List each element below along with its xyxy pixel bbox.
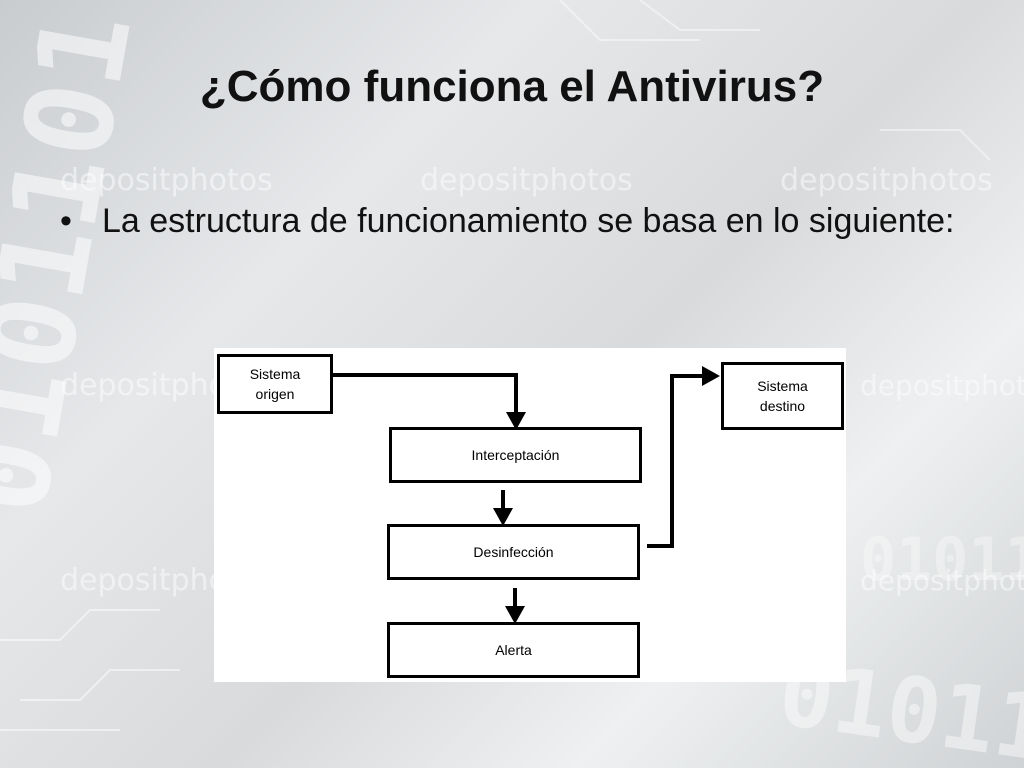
watermark-text: depositphotos (860, 564, 1024, 597)
flow-diagram: Sistema origen Interceptación Desinfecci… (214, 348, 846, 682)
node-label: Alerta (495, 642, 532, 658)
connector-origin-to-interception (332, 373, 518, 412)
circuit-trace (559, 0, 991, 161)
node-label: Interceptación (471, 447, 560, 463)
bullet-marker: • (60, 202, 72, 240)
bullet-text: La estructura de funcionamiento se basa … (102, 202, 955, 240)
node-sistema-destino: Sistema destino (721, 362, 844, 430)
arrowhead-down-icon (505, 606, 525, 624)
slide-title: ¿Cómo funciona el Antivirus? (199, 62, 825, 111)
node-alerta: Alerta (387, 622, 640, 678)
node-desinfeccion: Desinfección (387, 524, 640, 580)
flow-connectors (332, 366, 720, 624)
node-sistema-origen: Sistema origen (217, 354, 333, 414)
circuit-trace (0, 609, 180, 731)
node-label: Sistema origen (249, 366, 301, 402)
watermark-text: depositphotos (420, 163, 633, 198)
background-digits: 0101101 (860, 525, 1024, 595)
node-interceptacion: Interceptación (389, 427, 642, 483)
connector-disinfection-to-destination (647, 374, 702, 548)
arrowhead-right-icon (702, 366, 720, 386)
watermark-text: depositphotos (60, 163, 273, 198)
arrowhead-down-icon (506, 412, 526, 430)
arrowhead-down-icon (493, 508, 513, 526)
node-label: Sistema destino (757, 378, 808, 414)
node-label: Desinfección (473, 544, 554, 560)
watermark-text: depositphotos (780, 163, 993, 198)
watermark-text: depositphotos (860, 369, 1024, 402)
